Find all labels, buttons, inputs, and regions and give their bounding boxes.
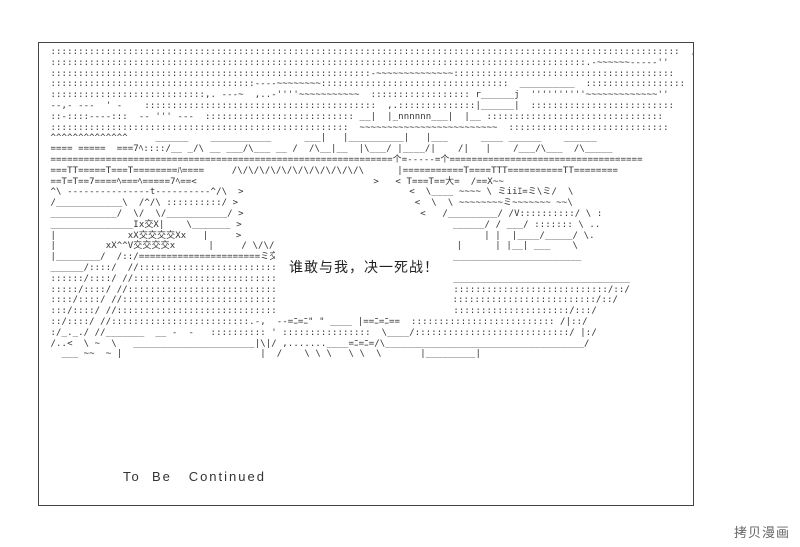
speech-bubble-outline xyxy=(275,219,453,315)
ascii-art-scene: ::::::::::::::::::::::::::::::::::::::::… xyxy=(50,47,693,360)
watermark-logo: 拷贝漫画 xyxy=(733,526,790,541)
art-panel: ::::::::::::::::::::::::::::::::::::::::… xyxy=(38,42,694,506)
speech-text: 谁敢与我，决一死战！ xyxy=(289,260,439,276)
to-be-continued-caption: To Be Continued xyxy=(123,469,266,484)
speech-bubble: 谁敢与我，决一死战！ xyxy=(269,211,459,323)
